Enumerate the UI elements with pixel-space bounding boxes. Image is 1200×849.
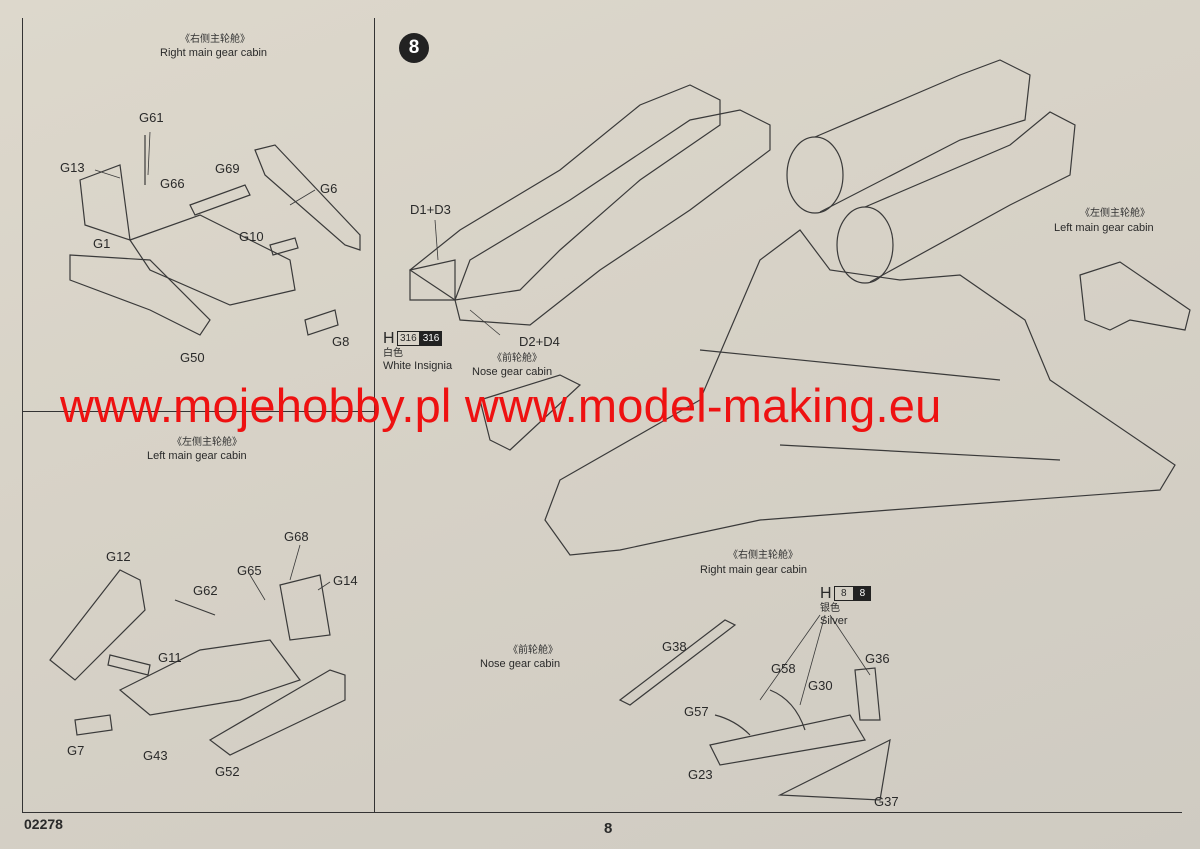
part-label: G50 [180, 350, 205, 365]
paint-code-light: 316 [397, 331, 420, 347]
part-label: G11 [158, 650, 182, 665]
part-label: G61 [139, 110, 164, 125]
caption-left-gear-bottom: Left main gear cabin [147, 450, 247, 462]
part-label: G13 [60, 160, 85, 175]
left-gear-cabin-part-drawing [1079, 261, 1191, 331]
caption-right-gear-main: Right main gear cabin [700, 564, 808, 576]
part-label: G58 [771, 661, 796, 676]
paint-name-cn: 白色 [383, 348, 403, 359]
caption-nose-gear-upper: Nose gear cabin [472, 366, 553, 378]
part-label: G37 [874, 794, 899, 809]
part-label: G7 [67, 743, 85, 758]
part-label: G30 [808, 678, 833, 693]
part-label: G23 [688, 767, 713, 782]
paint-prefix: H [820, 585, 832, 602]
caption-cn: 《前轮舱》 [508, 645, 558, 656]
part-label: G62 [193, 583, 218, 598]
caption-right-gear-top: Right main gear cabin [160, 47, 268, 59]
paint-code-dark: 316 [419, 331, 443, 347]
part-label: G69 [215, 161, 240, 176]
intake-ducts-drawing [408, 84, 771, 326]
part-label: G57 [684, 704, 709, 719]
caption-cn: 《右侧主轮舱》 [180, 34, 250, 45]
part-label: G6 [320, 181, 338, 196]
part-label: G38 [662, 639, 687, 654]
part-label: G12 [106, 549, 131, 564]
page-border-bottom [22, 812, 1182, 813]
part-label: G36 [865, 651, 890, 666]
fuselage-floor-drawing [479, 229, 1176, 556]
page-number: 8 [604, 820, 613, 837]
left-gear-cabin-drawing [49, 569, 346, 756]
paint-name-cn: 银色 [820, 603, 840, 614]
caption-left-gear-main: Left main gear cabin [1054, 222, 1154, 234]
part-label: G66 [160, 176, 185, 191]
paint-name-en: Silver [820, 615, 848, 627]
watermark-text: www.mojehobby.pl www.model-making.eu [60, 379, 942, 432]
engines-drawing [786, 59, 1076, 284]
caption-nose-gear-lower: Nose gear cabin [480, 658, 561, 670]
panel-divider-vertical [374, 18, 375, 813]
part-label: G68 [284, 529, 309, 544]
paint-prefix: H [383, 330, 395, 347]
caption-cn: 《前轮舱》 [492, 353, 542, 364]
part-label: G1 [93, 236, 111, 251]
nose-gear-drawing [618, 619, 891, 801]
caption-cn: 《左侧主轮舱》 [172, 437, 242, 448]
paint-code-dark: 8 [853, 586, 872, 602]
panel-divider-horizontal [22, 411, 374, 412]
right-gear-cabin-drawing [69, 135, 361, 336]
paint-code-light: 8 [834, 586, 854, 602]
caption-cn: 《右侧主轮舱》 [728, 550, 798, 561]
caption-cn: 《左侧主轮舱》 [1080, 208, 1150, 219]
step-number-badge: 8 [399, 33, 429, 63]
part-label: G43 [143, 748, 168, 763]
part-label: G14 [333, 573, 358, 588]
part-label: D2+D4 [519, 334, 560, 349]
part-label: G10 [239, 229, 264, 244]
part-label: G52 [215, 764, 240, 779]
product-code: 02278 [24, 816, 63, 832]
page-border-left [22, 18, 23, 813]
paint-name-en: White Insignia [383, 360, 453, 372]
part-label: G8 [332, 334, 350, 349]
part-label: D1+D3 [410, 202, 451, 217]
part-label: G65 [237, 563, 262, 578]
